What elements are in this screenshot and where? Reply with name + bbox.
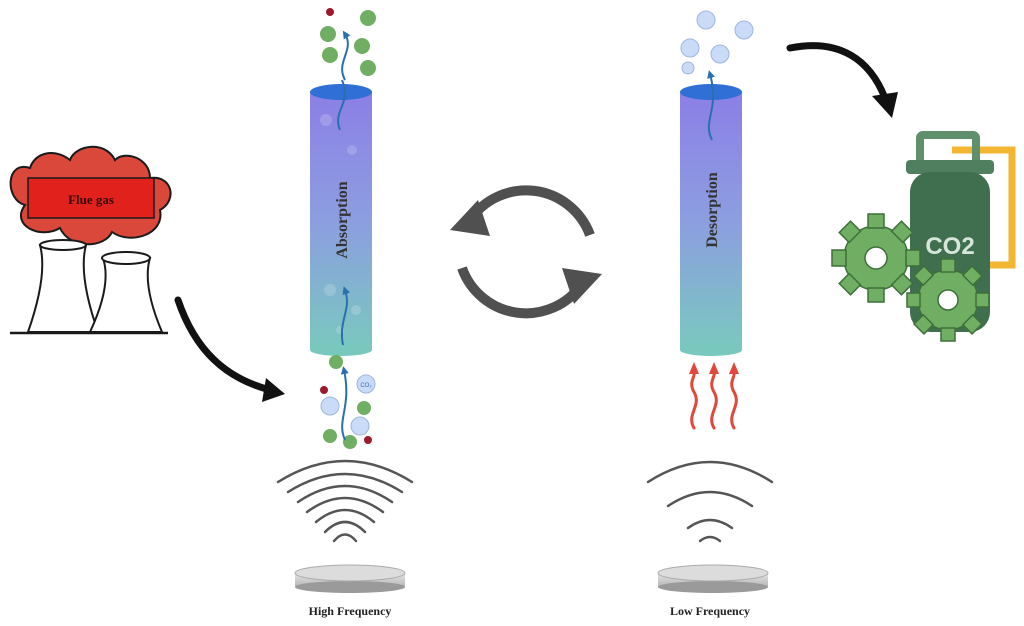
factory-icon: Flue gas [9, 145, 172, 335]
high-frequency-label: High Frequency [309, 604, 392, 618]
absorption-label: Absorption [334, 181, 351, 258]
high-frequency-waves-icon [276, 459, 414, 543]
to-storage-arrow [786, 42, 898, 118]
heat-icon [689, 362, 739, 430]
desorption-column: Desorption [680, 70, 742, 356]
flue-gas-label: Flue gas [68, 192, 114, 207]
low-frequency-pad [657, 564, 769, 593]
cycle-arrows-icon [450, 185, 602, 319]
desorption-label: Desorption [704, 172, 721, 248]
flue-gas-particles: CO₂ [320, 355, 376, 449]
flue-gas-arrow [174, 296, 285, 402]
desorption-column-top [680, 84, 742, 100]
gear-icon-large [831, 213, 921, 303]
tank-label: CO2 [925, 233, 974, 260]
clean-gas-particles [320, 8, 376, 81]
high-frequency-pad [294, 564, 406, 593]
released-co2-bubbles [680, 10, 754, 75]
absorption-column: Absorption [310, 79, 372, 356]
gear-icon-small [906, 258, 990, 342]
absorption-column-top [310, 84, 372, 100]
low-frequency-label: Low Frequency [670, 604, 750, 618]
low-frequency-waves-icon [646, 460, 774, 543]
cooling-tower [26, 239, 164, 333]
flue-gas-box [27, 177, 155, 219]
co2-bubble-label: CO₂ [360, 383, 372, 389]
